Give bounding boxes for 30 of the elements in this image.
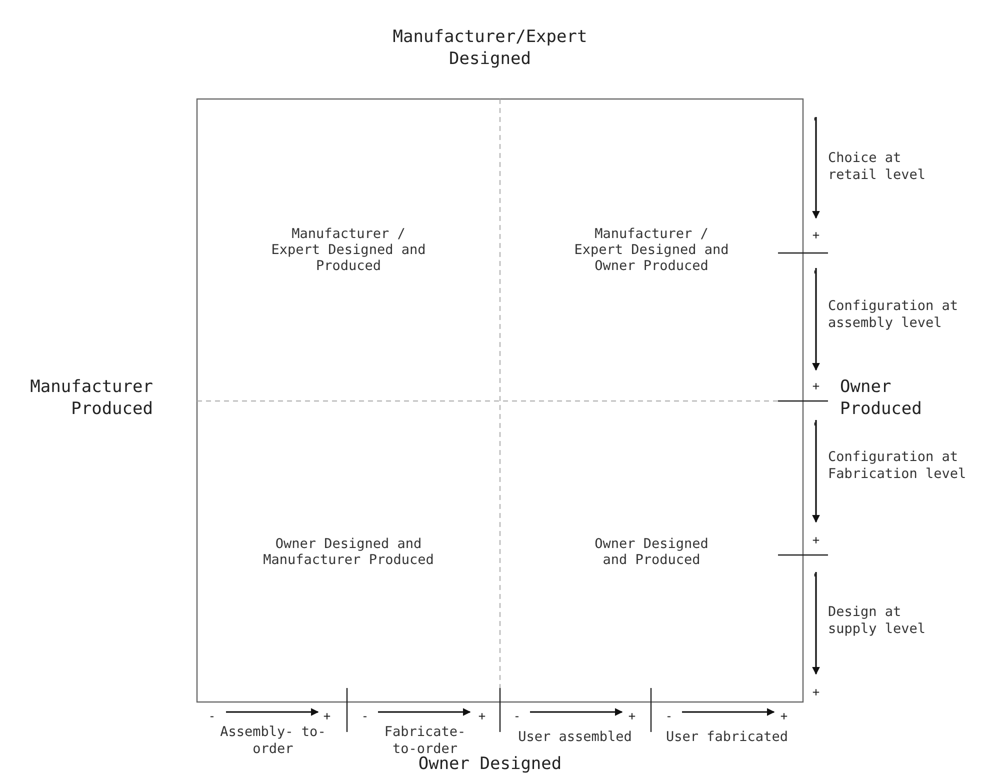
scale-sign: + [323,709,331,723]
scale-sign: - [809,268,823,276]
scale-sign: - [208,709,216,723]
scale-label: Assembly- to-order [219,724,327,758]
scale-sign: + [780,709,788,723]
scale-sign: + [812,533,820,547]
scale-sign: - [361,709,369,723]
scale-label: Configuration at Fabrication level [828,449,968,483]
scale-label: User assembled [518,729,632,746]
scale-sign: + [812,228,820,242]
axis-label: Manufacturer Produced [29,376,153,420]
scale-label: Design at supply level [828,604,927,638]
scale-label: Configuration at assembly level [828,298,960,332]
scale-sign: - [809,115,823,123]
quadrant-label: Manufacturer / Expert Designed and Produced [270,226,427,274]
axis-label: Manufacturer/Expert Designed [392,26,588,70]
quadrant-label: Manufacturer / Expert Designed and Owner Produced [573,226,730,274]
axis-label: Owner Produced [840,376,923,420]
scale-sign: - [665,709,673,723]
quadrant-label: Owner Designed and Produced [594,536,710,568]
scale-label: User fabricated [666,729,788,746]
scale-sign: - [809,571,823,579]
scale-sign: + [812,685,820,699]
scale-sign: + [812,379,820,393]
scale-sign: + [478,709,486,723]
scale-sign: - [809,420,823,428]
scale-sign: - [513,709,521,723]
quadrant-label: Owner Designed and Manufacturer Produced [262,536,435,568]
scale-sign: + [628,709,636,723]
scale-label: Choice at retail level [828,150,927,184]
